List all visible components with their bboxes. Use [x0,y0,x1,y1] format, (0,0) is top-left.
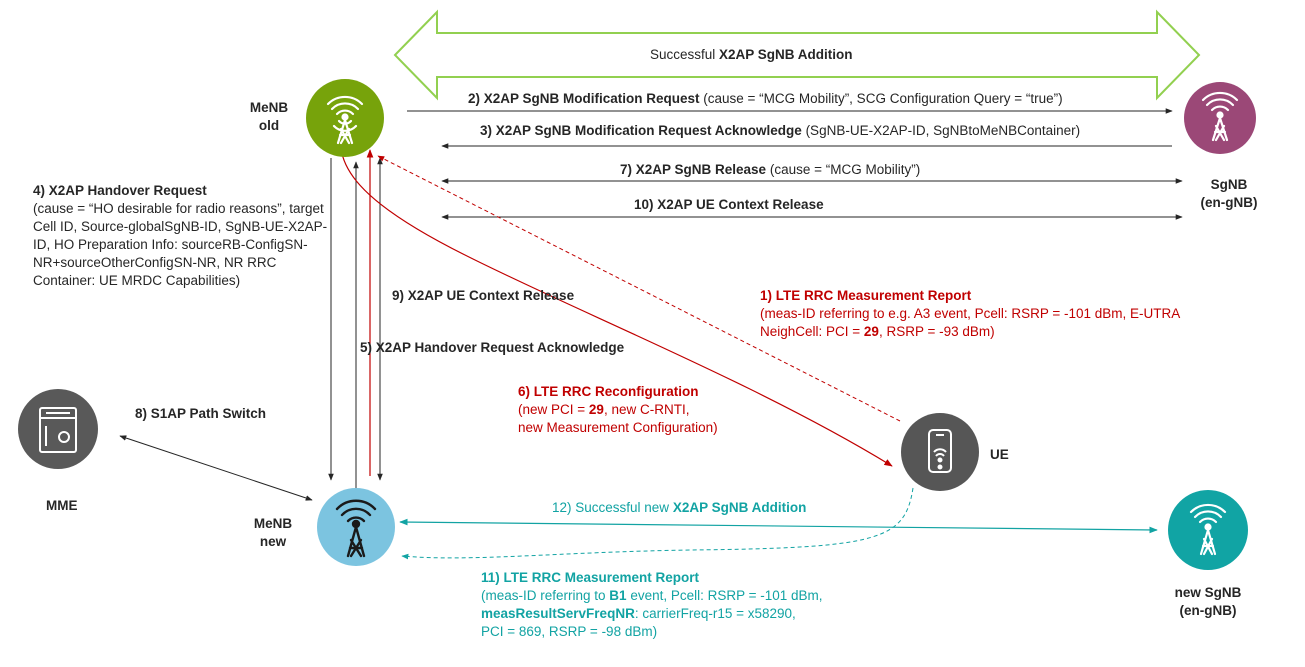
new-sgnb-label: new SgNB(en-gNB) [1174,585,1242,618]
ue-label: UE [990,447,1009,462]
server-icon [39,407,77,453]
message-5-label: 5) X2AP Handover Request Acknowledge [360,340,625,355]
sgnb-label: SgNB(en-gNB) [1200,177,1258,210]
message-7-label: 7) X2AP SgNB Release (cause = “MCG Mobil… [620,162,921,177]
message-10-label: 10) X2AP UE Context Release [634,197,824,212]
mme-node[interactable] [18,389,98,469]
tower-icon [1189,503,1227,556]
tower-icon [335,499,377,558]
message-4-label: 4) X2AP Handover Request (cause = “HO de… [33,183,328,288]
message-12-label: 12) Successful new X2AP SgNB Addition [552,500,807,515]
message-1-label: 1) LTE RRC Measurement Report (meas-ID r… [760,288,1181,339]
sgnb-addition-banner-arrow [393,9,1201,101]
message-2-label: 2) X2AP SgNB Modification Request (cause… [468,91,1063,106]
new-sgnb-node[interactable] [1168,490,1248,570]
menb-new-node[interactable] [317,488,395,566]
message-8-label: 8) S1AP Path Switch [135,406,267,421]
menb-old-node[interactable] [306,79,384,157]
arrow-m12 [399,518,1158,534]
phone-icon [928,429,952,473]
message-6-label: 6) LTE RRC Reconfiguration (new PCI = 29… [518,384,718,435]
tower-icon [326,95,364,145]
sgnb-node[interactable] [1184,82,1256,154]
ue-node[interactable] [901,413,979,491]
message-11-label: 11) LTE RRC Measurement Report (meas-ID … [481,570,823,639]
message-3-label: 3) X2AP SgNB Modification Request Acknow… [480,123,1081,138]
mme-label: MME [46,498,78,513]
arrow-m8 [119,435,313,501]
message-9-label: 9) X2AP UE Context Release [392,288,575,303]
arrow-m6 [340,117,893,467]
tower-icon [1201,91,1239,142]
banner-label: Successful X2AP SgNB Addition [650,47,853,62]
